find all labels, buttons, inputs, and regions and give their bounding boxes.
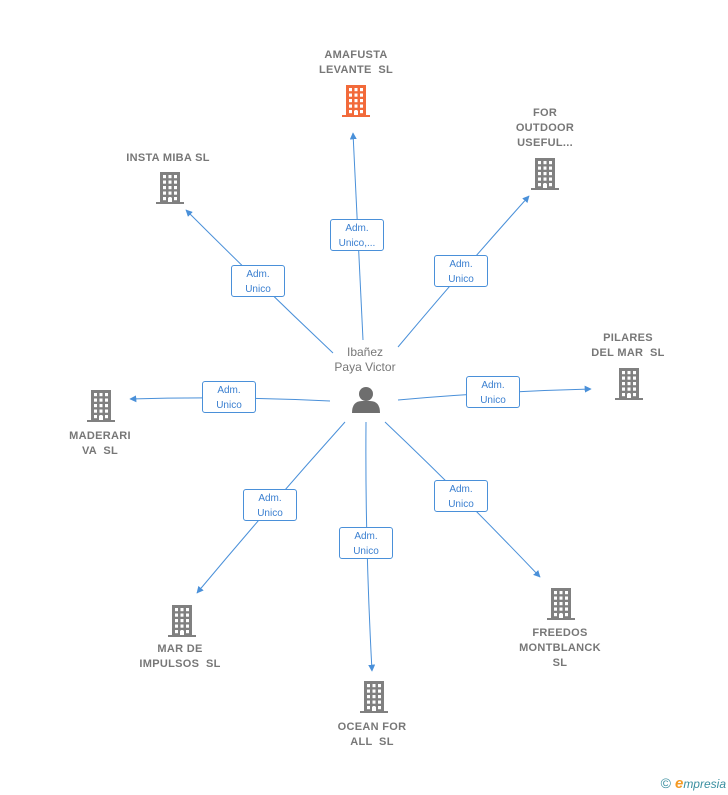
- company-name-line1: MADERARI: [69, 430, 131, 442]
- copyright-icon: ©: [660, 775, 671, 791]
- company-name-line1: INSTA MIBA SL: [126, 152, 210, 164]
- company-label-for-outdoor[interactable]: FOR OUTDOOR USEFUL...: [475, 106, 615, 151]
- role-badge-freedos[interactable]: Adm. Unico: [434, 480, 488, 512]
- company-name-line2: LEVANTE SL: [319, 64, 393, 76]
- company-label-pilares[interactable]: PILARES DEL MAR SL: [558, 331, 698, 361]
- role-text: Unico: [353, 546, 379, 557]
- company-label-mar-impulsos[interactable]: MAR DE IMPULSOS SL: [110, 642, 250, 672]
- building-icon[interactable]: [360, 681, 388, 713]
- company-label-maderariva[interactable]: MADERARI VA SL: [30, 429, 170, 459]
- company-name-line1: OCEAN FOR: [337, 721, 407, 733]
- building-icon[interactable]: [156, 172, 184, 204]
- role-text: Adm.: [258, 493, 282, 504]
- company-name-line1: FOR: [532, 107, 558, 119]
- company-label-amafusta[interactable]: AMAFUSTA LEVANTE SL: [286, 48, 426, 78]
- person-icon[interactable]: [352, 387, 380, 413]
- role-badge-amafusta[interactable]: Adm. Unico,...: [330, 219, 384, 251]
- company-name-line2: VA SL: [81, 445, 119, 457]
- company-name-line1: FREEDOS: [532, 627, 588, 639]
- company-name-line3: SL: [552, 657, 568, 669]
- company-name-line2: IMPULSOS SL: [139, 658, 221, 670]
- building-icon[interactable]: [342, 85, 370, 117]
- role-text: Unico: [480, 395, 506, 406]
- center-name-line2: Paya Victor: [334, 360, 396, 374]
- center-name-line1: Ibañez: [346, 345, 384, 359]
- role-text: Unico,...: [338, 238, 376, 249]
- role-text: Unico: [245, 284, 271, 295]
- brand-name: mpresia: [683, 777, 726, 791]
- brand-e-logo: e: [674, 775, 684, 792]
- role-text: Unico: [448, 274, 474, 285]
- role-text: Unico: [448, 499, 474, 510]
- role-badge-pilares[interactable]: Adm. Unico: [466, 376, 520, 408]
- center-person-label[interactable]: Ibañez Paya Victor: [305, 345, 425, 375]
- building-icon[interactable]: [531, 158, 559, 190]
- building-icon[interactable]: [547, 588, 575, 620]
- role-text: Adm.: [354, 531, 378, 542]
- company-name-line2: OUTDOOR: [515, 122, 575, 134]
- company-label-insta-miba[interactable]: INSTA MIBA SL: [98, 151, 238, 166]
- role-badge-insta-miba[interactable]: Adm. Unico: [231, 265, 285, 297]
- role-badge-ocean[interactable]: Adm. Unico: [339, 527, 393, 559]
- company-label-ocean[interactable]: OCEAN FOR ALL SL: [302, 720, 442, 750]
- building-icon[interactable]: [87, 390, 115, 422]
- role-text: Unico: [216, 400, 242, 411]
- company-name-line2: MONTBLANCK: [519, 642, 601, 654]
- footer-brand[interactable]: ©empresia: [661, 775, 726, 792]
- company-name-line1: MAR DE: [157, 643, 203, 655]
- company-name-line2: DEL MAR SL: [591, 347, 665, 359]
- role-text: Adm.: [217, 385, 241, 396]
- role-text: Adm.: [345, 223, 369, 234]
- role-text: Adm.: [449, 259, 473, 270]
- role-badge-for-outdoor[interactable]: Adm. Unico: [434, 255, 488, 287]
- building-icon[interactable]: [168, 605, 196, 637]
- role-text: Adm.: [449, 484, 473, 495]
- company-name-line1: AMAFUSTA: [324, 49, 388, 61]
- role-text: Adm.: [481, 380, 505, 391]
- role-badge-mar-impulsos[interactable]: Adm. Unico: [243, 489, 297, 521]
- role-text: Unico: [257, 508, 283, 519]
- company-name-line2: ALL SL: [350, 736, 394, 748]
- role-badge-maderariva[interactable]: Adm. Unico: [202, 381, 256, 413]
- role-text: Adm.: [246, 269, 270, 280]
- building-icon[interactable]: [615, 368, 643, 400]
- company-name-line1: PILARES: [603, 332, 653, 344]
- company-label-freedos[interactable]: FREEDOS MONTBLANCK SL: [490, 626, 630, 671]
- company-name-line3: USEFUL...: [517, 137, 573, 149]
